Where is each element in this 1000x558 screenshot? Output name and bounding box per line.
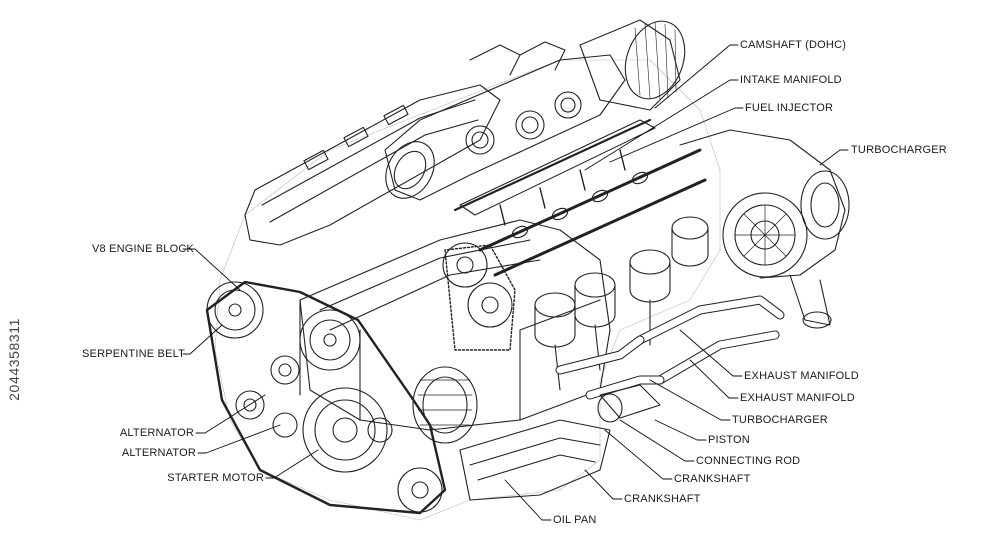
stock-id-watermark: 2044358311 <box>6 318 22 401</box>
label-crankshaft-2: CRANKSHAFT <box>624 493 701 505</box>
leader-alternator-2 <box>197 424 281 454</box>
label-fuel-injector: FUEL INJECTOR <box>745 102 834 114</box>
fuel-rail <box>453 118 652 226</box>
label-alternator-2: ALTERNATOR <box>121 447 196 459</box>
leader-connecting-rod <box>619 419 695 462</box>
leader-crankshaft-1 <box>604 429 673 480</box>
timing-chain <box>442 242 516 351</box>
label-v8-engine-block: V8 ENGINE BLOCK <box>92 243 195 255</box>
label-turbocharger-top: TURBOCHARGER <box>851 144 947 156</box>
leader-fuel-injector <box>609 107 744 163</box>
starter-motor <box>597 384 661 423</box>
leader-v8-engine-block <box>182 248 241 291</box>
serpentine-belt <box>205 280 447 515</box>
leader-exhaust-manifold-2 <box>689 359 739 399</box>
leader-turbocharger-top <box>819 149 849 166</box>
exhaust-manifold <box>555 295 785 400</box>
label-turbocharger-bottom: TURBOCHARGER <box>732 414 828 426</box>
leader-piston <box>654 419 707 441</box>
label-connecting-rod: CONNECTING ROD <box>696 455 801 467</box>
label-exhaust-manifold-2: EXHAUST MANIFOLD <box>740 392 855 404</box>
leader-alternator-1 <box>195 394 266 434</box>
turbocharger <box>679 129 850 329</box>
label-exhaust-manifold-1: EXHAUST MANIFOLD <box>744 370 859 382</box>
oil-pan <box>459 419 611 501</box>
leader-lines <box>182 44 849 521</box>
label-intake-manifold: INTAKE MANIFOLD <box>740 74 842 86</box>
alternator <box>270 355 478 444</box>
label-starter-motor: STARTER MOTOR <box>167 472 264 484</box>
label-oil-pan: OIL PAN <box>553 514 597 526</box>
engine-block <box>214 59 721 521</box>
label-camshaft: CAMSHAFT (DOHC) <box>740 39 847 51</box>
camshaft <box>478 148 707 277</box>
leader-exhaust-manifold-1 <box>679 329 743 377</box>
leader-turbocharger-bottom <box>649 379 731 421</box>
label-serpentine-belt: SERPENTINE BELT <box>82 348 186 360</box>
label-crankshaft-1: CRANKSHAFT <box>674 473 751 485</box>
label-piston: PISTON <box>708 434 750 446</box>
air-filter <box>579 19 686 111</box>
leader-intake-manifold <box>584 79 739 171</box>
intake-manifold <box>384 41 656 216</box>
valve-cover-left <box>244 84 501 246</box>
leader-serpentine-belt <box>182 324 223 355</box>
leader-camshaft <box>654 44 739 109</box>
leader-starter-motor <box>265 449 319 479</box>
label-alternator-1: ALTERNATOR <box>119 427 194 439</box>
leader-oil-pan <box>504 479 552 521</box>
leader-crankshaft-2 <box>584 469 623 500</box>
